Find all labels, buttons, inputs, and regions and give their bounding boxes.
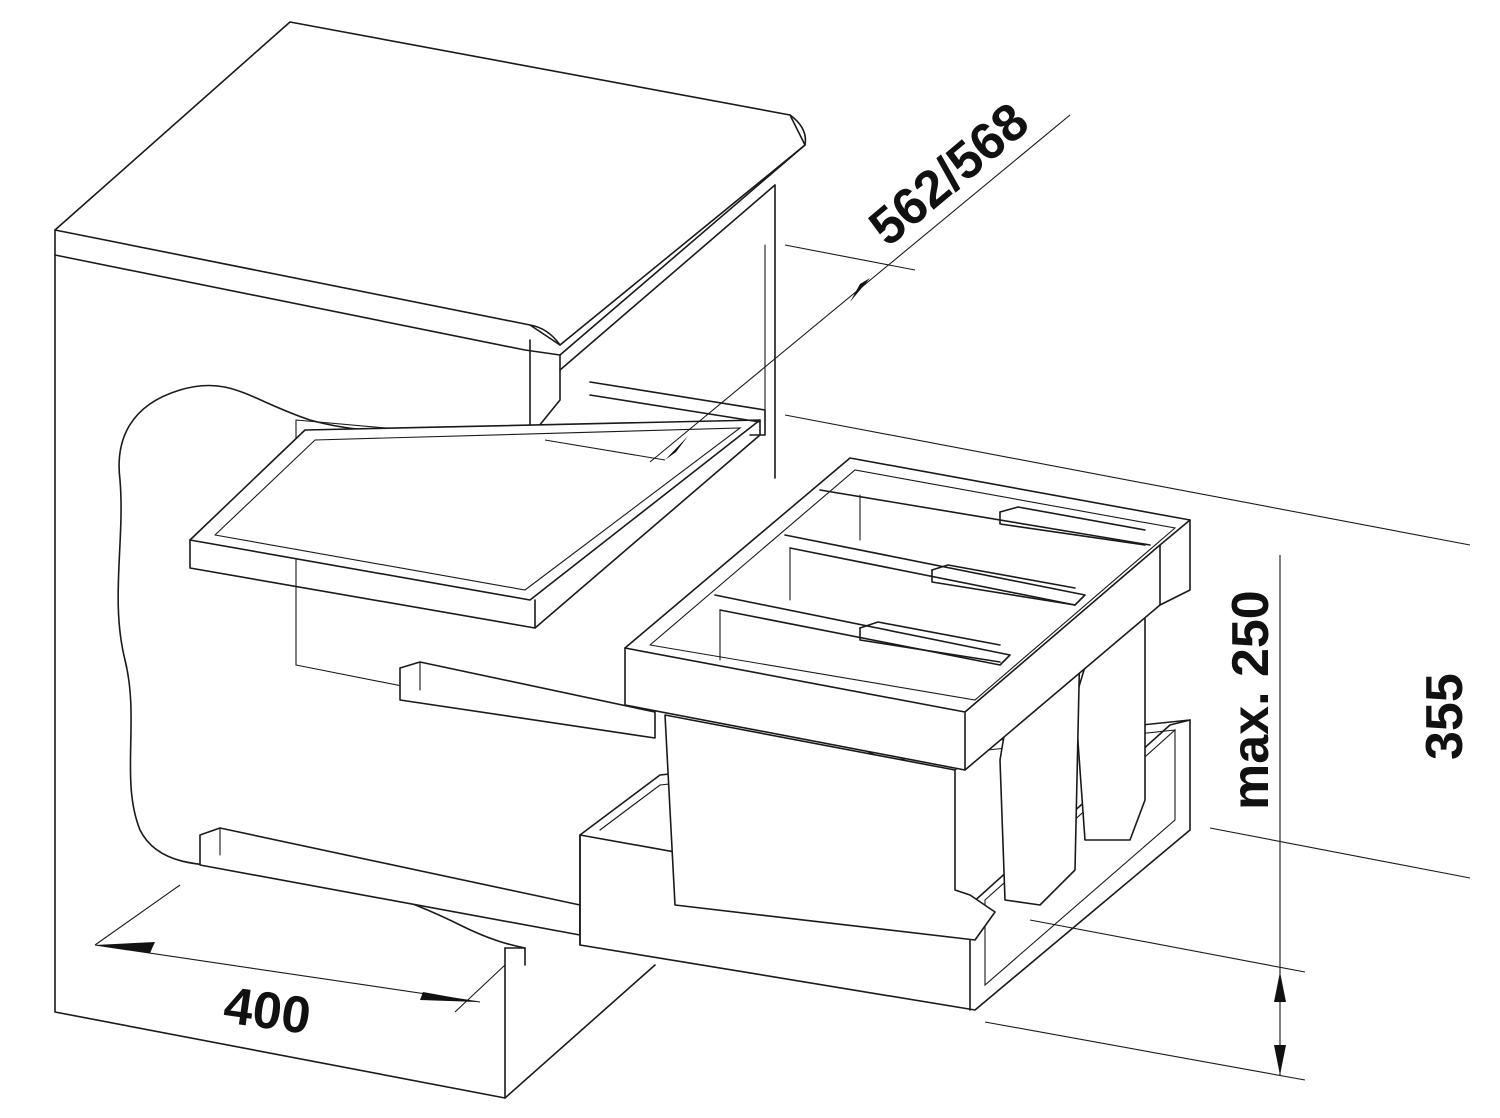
- depth-arrow-top: [850, 278, 870, 302]
- width-dimension: 400: [94, 884, 506, 1046]
- max-height-label: max. 250: [1222, 590, 1280, 810]
- bin-top-frame: [624, 457, 1191, 771]
- upper-tray: [189, 381, 766, 629]
- bins: [664, 594, 1146, 941]
- depth-arrow-bottom: [665, 436, 688, 460]
- depth-label: 562/568: [858, 92, 1039, 257]
- height-arrow-up: [1274, 972, 1286, 1002]
- countertop: [54, 21, 807, 438]
- width-arrow-left: [95, 942, 155, 953]
- width-arrow-right: [420, 992, 478, 1002]
- width-label: 400: [220, 976, 314, 1046]
- lower-runners: [199, 661, 656, 936]
- height-label: 355: [1416, 673, 1474, 760]
- height-dimensions: max. 250 355: [784, 414, 1474, 1081]
- height-arrow-down: [1274, 1045, 1286, 1075]
